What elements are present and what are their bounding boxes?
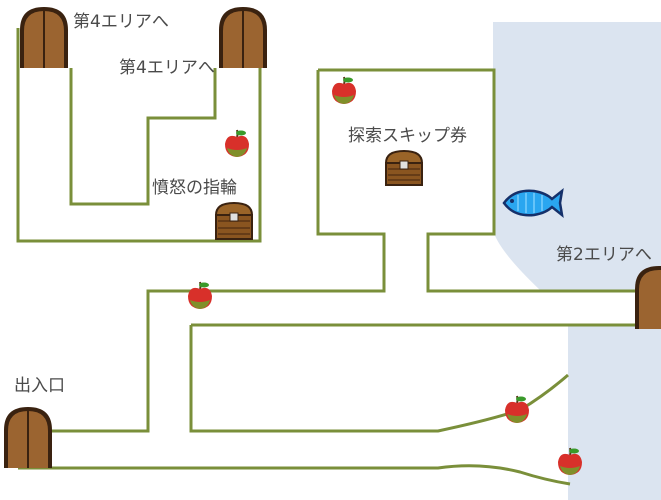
fish-icon[interactable] — [500, 187, 564, 223]
label-area2: 第2エリアへ — [556, 245, 652, 265]
label-area4-second: 第4エリアへ — [119, 58, 215, 78]
path-center-room — [318, 68, 640, 293]
label-entrance: 出入口 — [14, 376, 65, 396]
apple-icon[interactable] — [186, 280, 214, 314]
path-top-left-inner — [69, 68, 217, 206]
label-area4-top: 第4エリアへ — [73, 12, 169, 32]
door-area4-right[interactable] — [218, 6, 268, 72]
label-ring-of-wrath: 憤怒の指輪 — [152, 178, 237, 198]
path-center-room-left — [52, 70, 386, 433]
apple-icon[interactable] — [223, 128, 251, 162]
treasure-chest-icon[interactable] — [214, 201, 254, 245]
label-explore-skip-ticket: 探索スキップ券 — [348, 126, 467, 146]
treasure-chest-icon[interactable] — [384, 149, 424, 191]
apple-icon[interactable] — [330, 75, 358, 109]
apple-icon[interactable] — [503, 394, 531, 428]
path-top-left-room — [16, 28, 262, 243]
door-entrance[interactable] — [3, 406, 53, 472]
water-area-upper — [493, 22, 661, 290]
water-area-lower — [568, 326, 661, 500]
door-area4-left[interactable] — [19, 6, 69, 72]
path-bottom — [18, 464, 571, 486]
apple-icon[interactable] — [556, 446, 584, 480]
door-area2[interactable] — [634, 265, 661, 333]
